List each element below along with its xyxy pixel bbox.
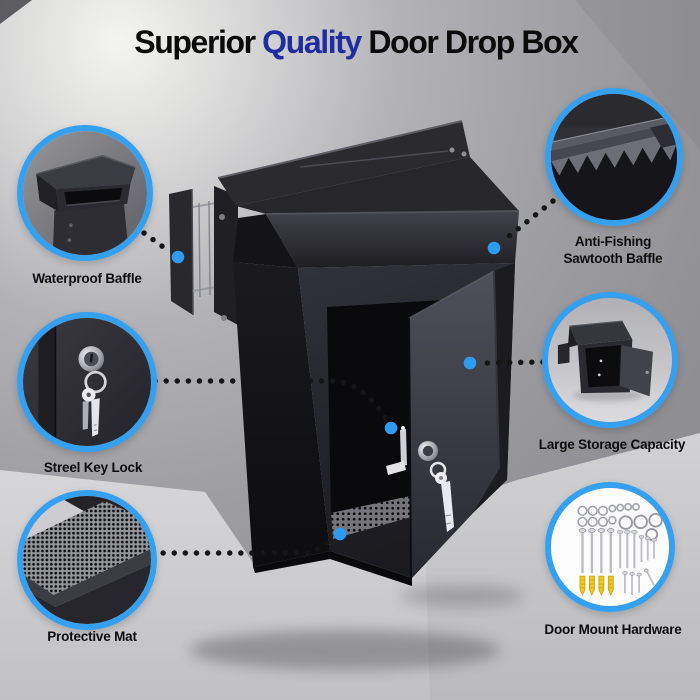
connector-waterproof-baffle [141,230,185,264]
open-door [408,270,500,579]
label-storage-capacity: Large Storage Capacity [538,437,686,452]
sloped-hood [233,210,520,268]
storage-capacity-photo [548,298,672,422]
label-protective-mat: Protective Mat [47,629,137,644]
callout-protective-mat [17,490,157,630]
label-sawtooth-line2: Sawtooth Baffle [563,251,663,266]
callout-key-lock [17,312,157,452]
callout-mount-hardware [545,482,675,612]
protective-mat-photo [23,496,151,624]
top-slot-bar [217,120,519,214]
title-part-before: Superior [134,24,263,60]
callout-waterproof-baffle [17,125,153,261]
label-waterproof-baffle: Waterproof Baffle [32,271,142,286]
label-mount-hardware: Door Mount Hardware [544,622,682,637]
callout-sawtooth-baffle [545,88,683,226]
connector-key-lock [152,378,398,435]
connector-protective-mat [149,527,347,556]
mount-hardware-photo [551,488,669,606]
key-lock-photo [23,318,151,446]
door-latch [386,426,407,475]
connector-storage-capacity [463,356,546,370]
drop-box-product [169,120,524,670]
waterproof-baffle-photo [23,131,147,255]
callout-storage-capacity [542,292,678,428]
connector-sawtooth-baffle [487,198,556,255]
label-sawtooth-baffle: Anti-Fishing Sawtooth Baffle [563,233,662,267]
key-lock-with-keys [418,441,454,532]
rear-mounting-bracket [169,186,238,325]
label-key-lock: Streel Key Lock [43,460,143,475]
title-highlight: Quality [262,24,362,60]
sawtooth-baffle-photo [551,94,677,220]
title-part-after: Door Drop Box [360,24,579,60]
label-sawtooth-line1: Anti-Fishing [574,234,652,249]
page-title: Superior Quality Door Drop Box [134,24,579,61]
wall-anchors [579,575,614,596]
